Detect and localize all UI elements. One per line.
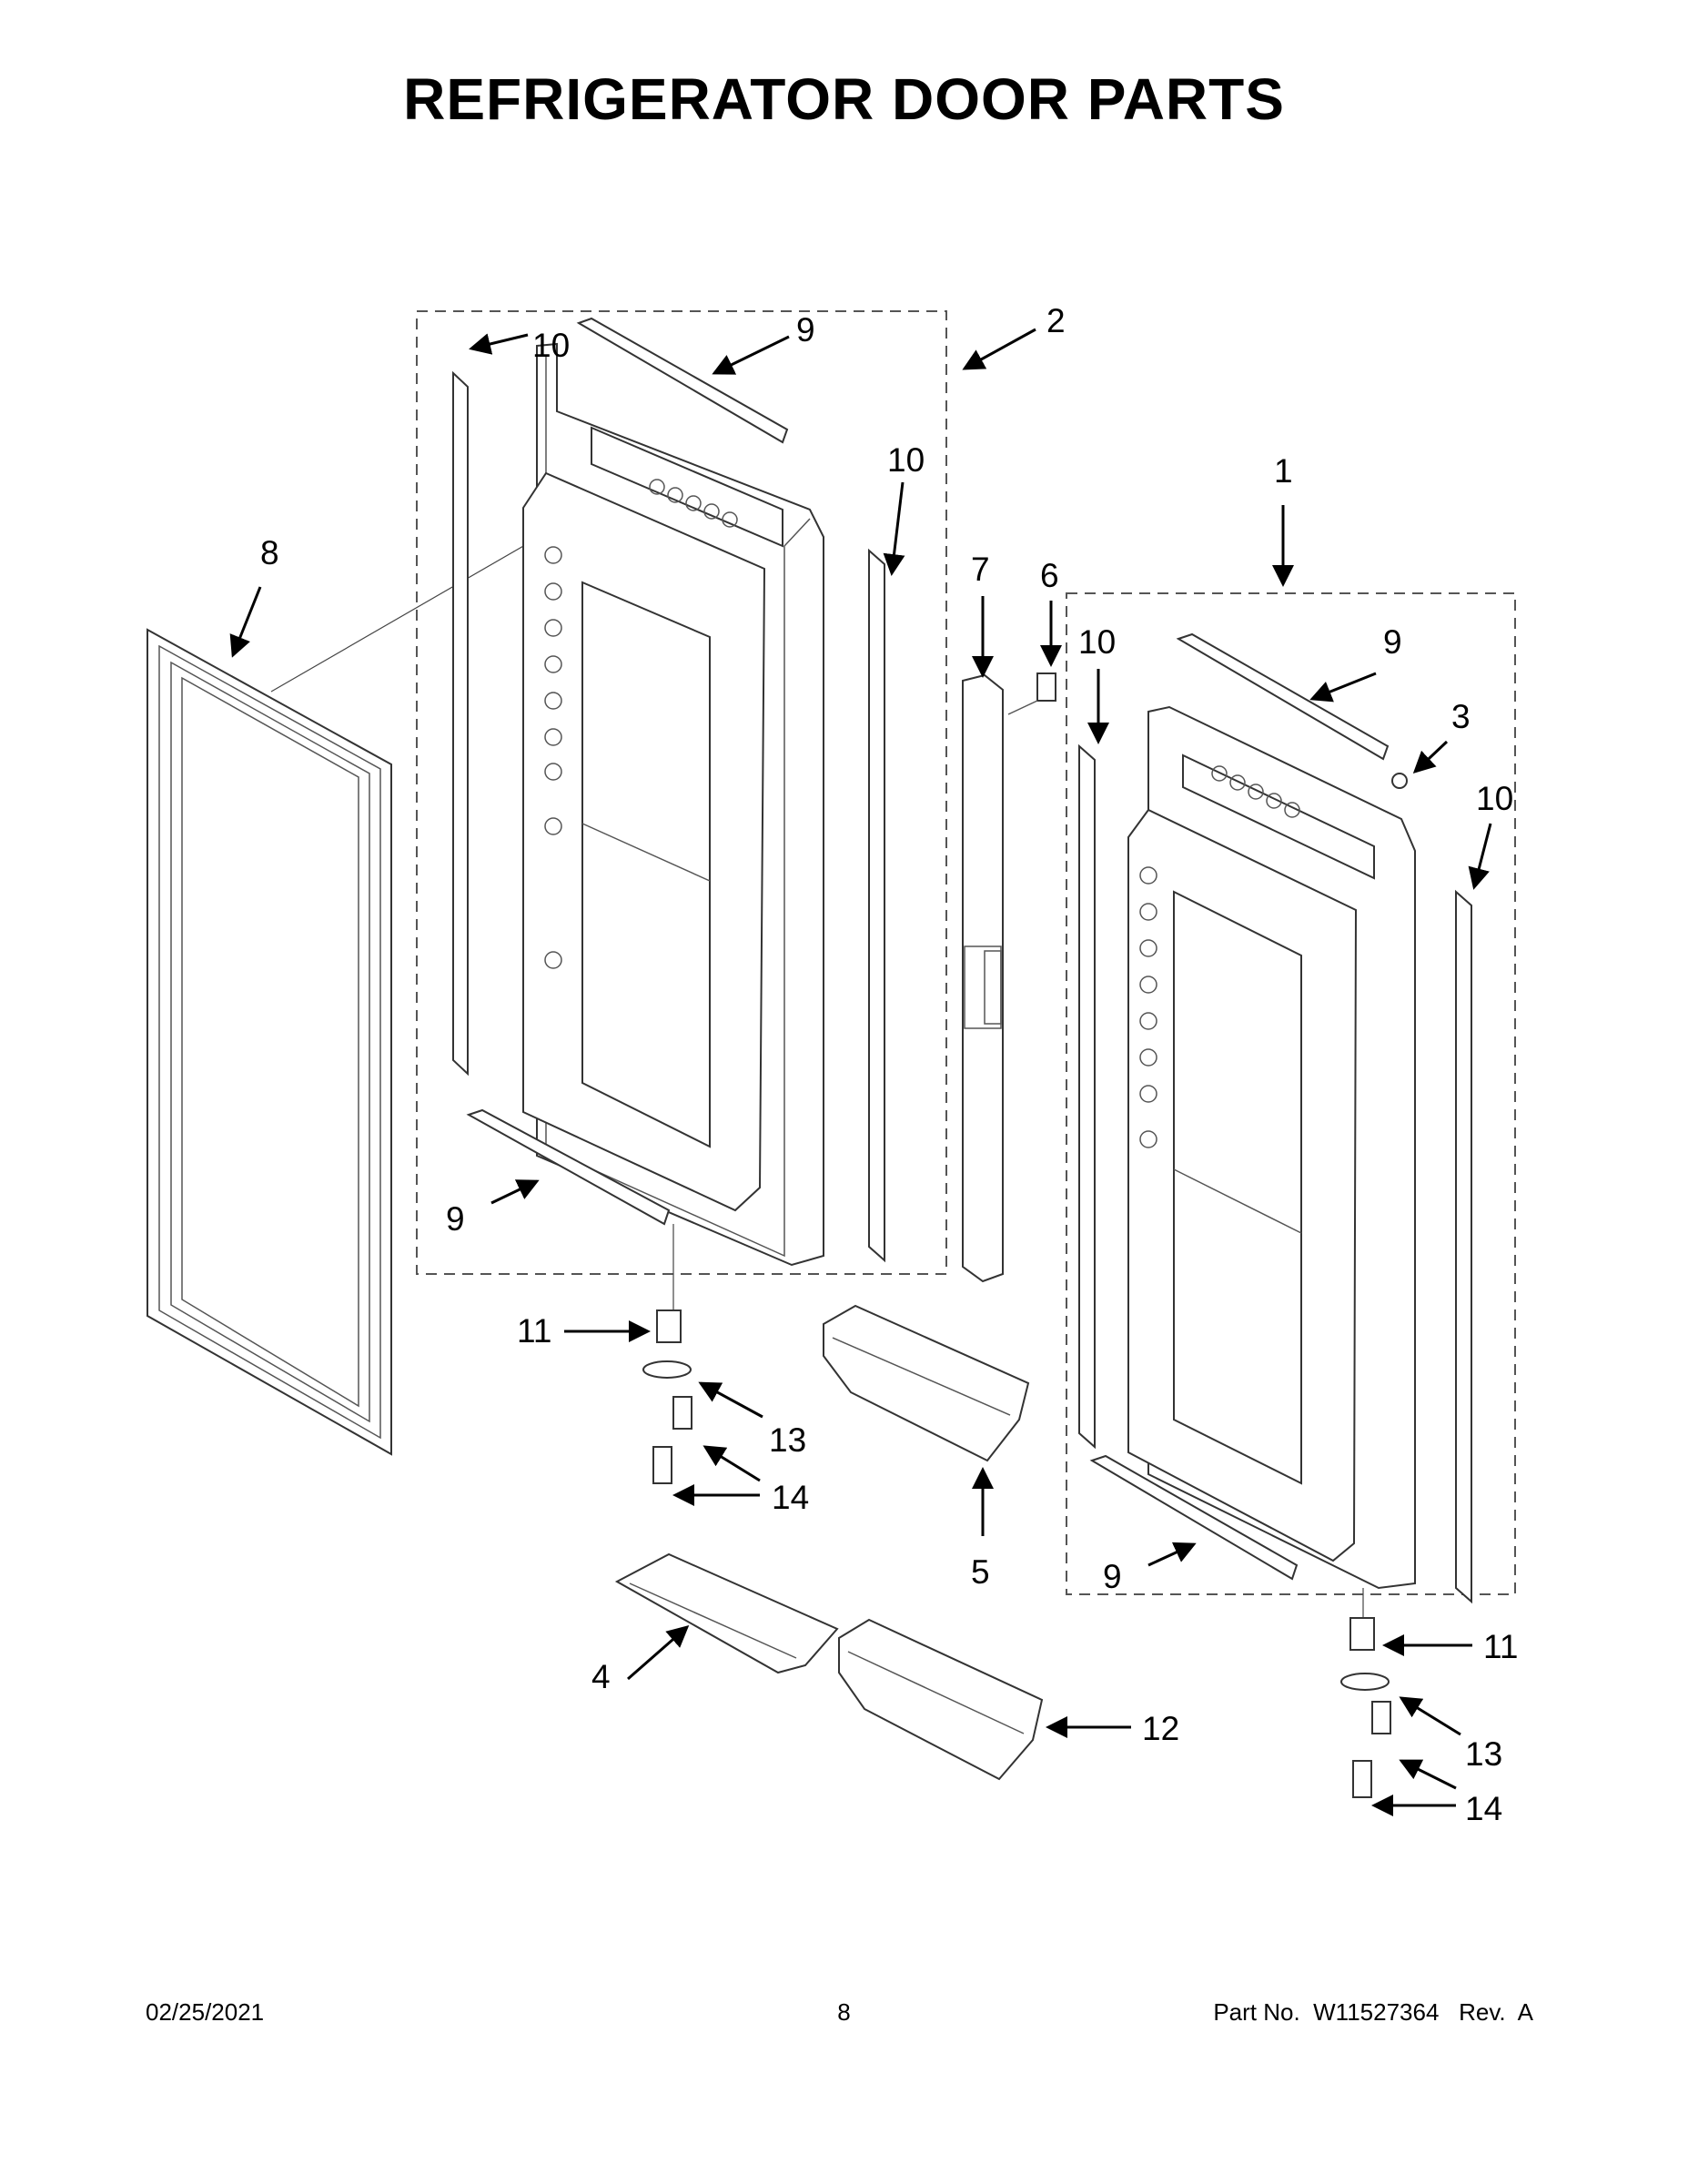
- callout-6: 6: [1040, 557, 1059, 594]
- callout-4: 4: [591, 1658, 611, 1695]
- callout-2: 2: [1046, 302, 1066, 339]
- callout-11-left: 11: [517, 1312, 551, 1350]
- right-door-side-strips: [1078, 743, 1472, 1604]
- footer-date: 02/25/2021: [146, 1998, 265, 2026]
- callout-14-left: 14: [772, 1479, 809, 1516]
- callout-11-right: 11: [1483, 1628, 1518, 1665]
- door-shelf-part: [614, 1552, 839, 1674]
- callout-9-top-right: 9: [1383, 623, 1402, 661]
- callout-10-top-left: 10: [532, 327, 570, 364]
- callout-1: 1: [1274, 452, 1293, 490]
- callout-10-right-outer: 10: [1078, 623, 1116, 661]
- right-door-end-caps: [1089, 632, 1390, 1581]
- vertical-hinge-flapper-part: [962, 673, 1004, 1283]
- callout-3: 3: [1451, 698, 1471, 735]
- left-hinge-hardware: [642, 1224, 692, 1484]
- footer-part-number: Part No. W11527364 Rev. A: [1213, 1998, 1533, 2026]
- right-door-liner-part: [1127, 705, 1416, 1590]
- callout-10-top-middle: 10: [887, 441, 925, 479]
- door-bin-small-part: [823, 1304, 1030, 1462]
- callout-10-right-inner: 10: [1476, 780, 1513, 817]
- callout-13-right: 13: [1465, 1735, 1502, 1773]
- callout-8: 8: [260, 534, 279, 571]
- left-door-liner-part: [522, 342, 824, 1267]
- callout-7: 7: [971, 551, 990, 588]
- callout-9-bottom-right: 9: [1103, 1558, 1122, 1595]
- callout-9-bottom-left: 9: [446, 1200, 465, 1238]
- callout-13-left: 13: [769, 1421, 806, 1459]
- right-door-assembly-box: [1066, 592, 1516, 1595]
- callout-14-right: 14: [1465, 1790, 1502, 1827]
- footer-page-number: 8: [837, 1998, 851, 2026]
- right-hinge-hardware: [1340, 1588, 1391, 1798]
- door-bin-large-part: [838, 1618, 1044, 1781]
- callout-9-top-left: 9: [796, 311, 815, 349]
- hinge-screw-part: [1007, 672, 1056, 715]
- callout-12: 12: [1142, 1710, 1179, 1747]
- plug-part: [1391, 773, 1408, 789]
- left-door-end-caps: [466, 317, 789, 1226]
- left-door-side-strips: [452, 370, 885, 1263]
- page-title: REFRIGERATOR DOOR PARTS: [403, 66, 1285, 132]
- leader-lines: [229, 328, 1492, 1816]
- callout-5: 5: [971, 1553, 990, 1591]
- left-door-assembly-box: [416, 310, 947, 1275]
